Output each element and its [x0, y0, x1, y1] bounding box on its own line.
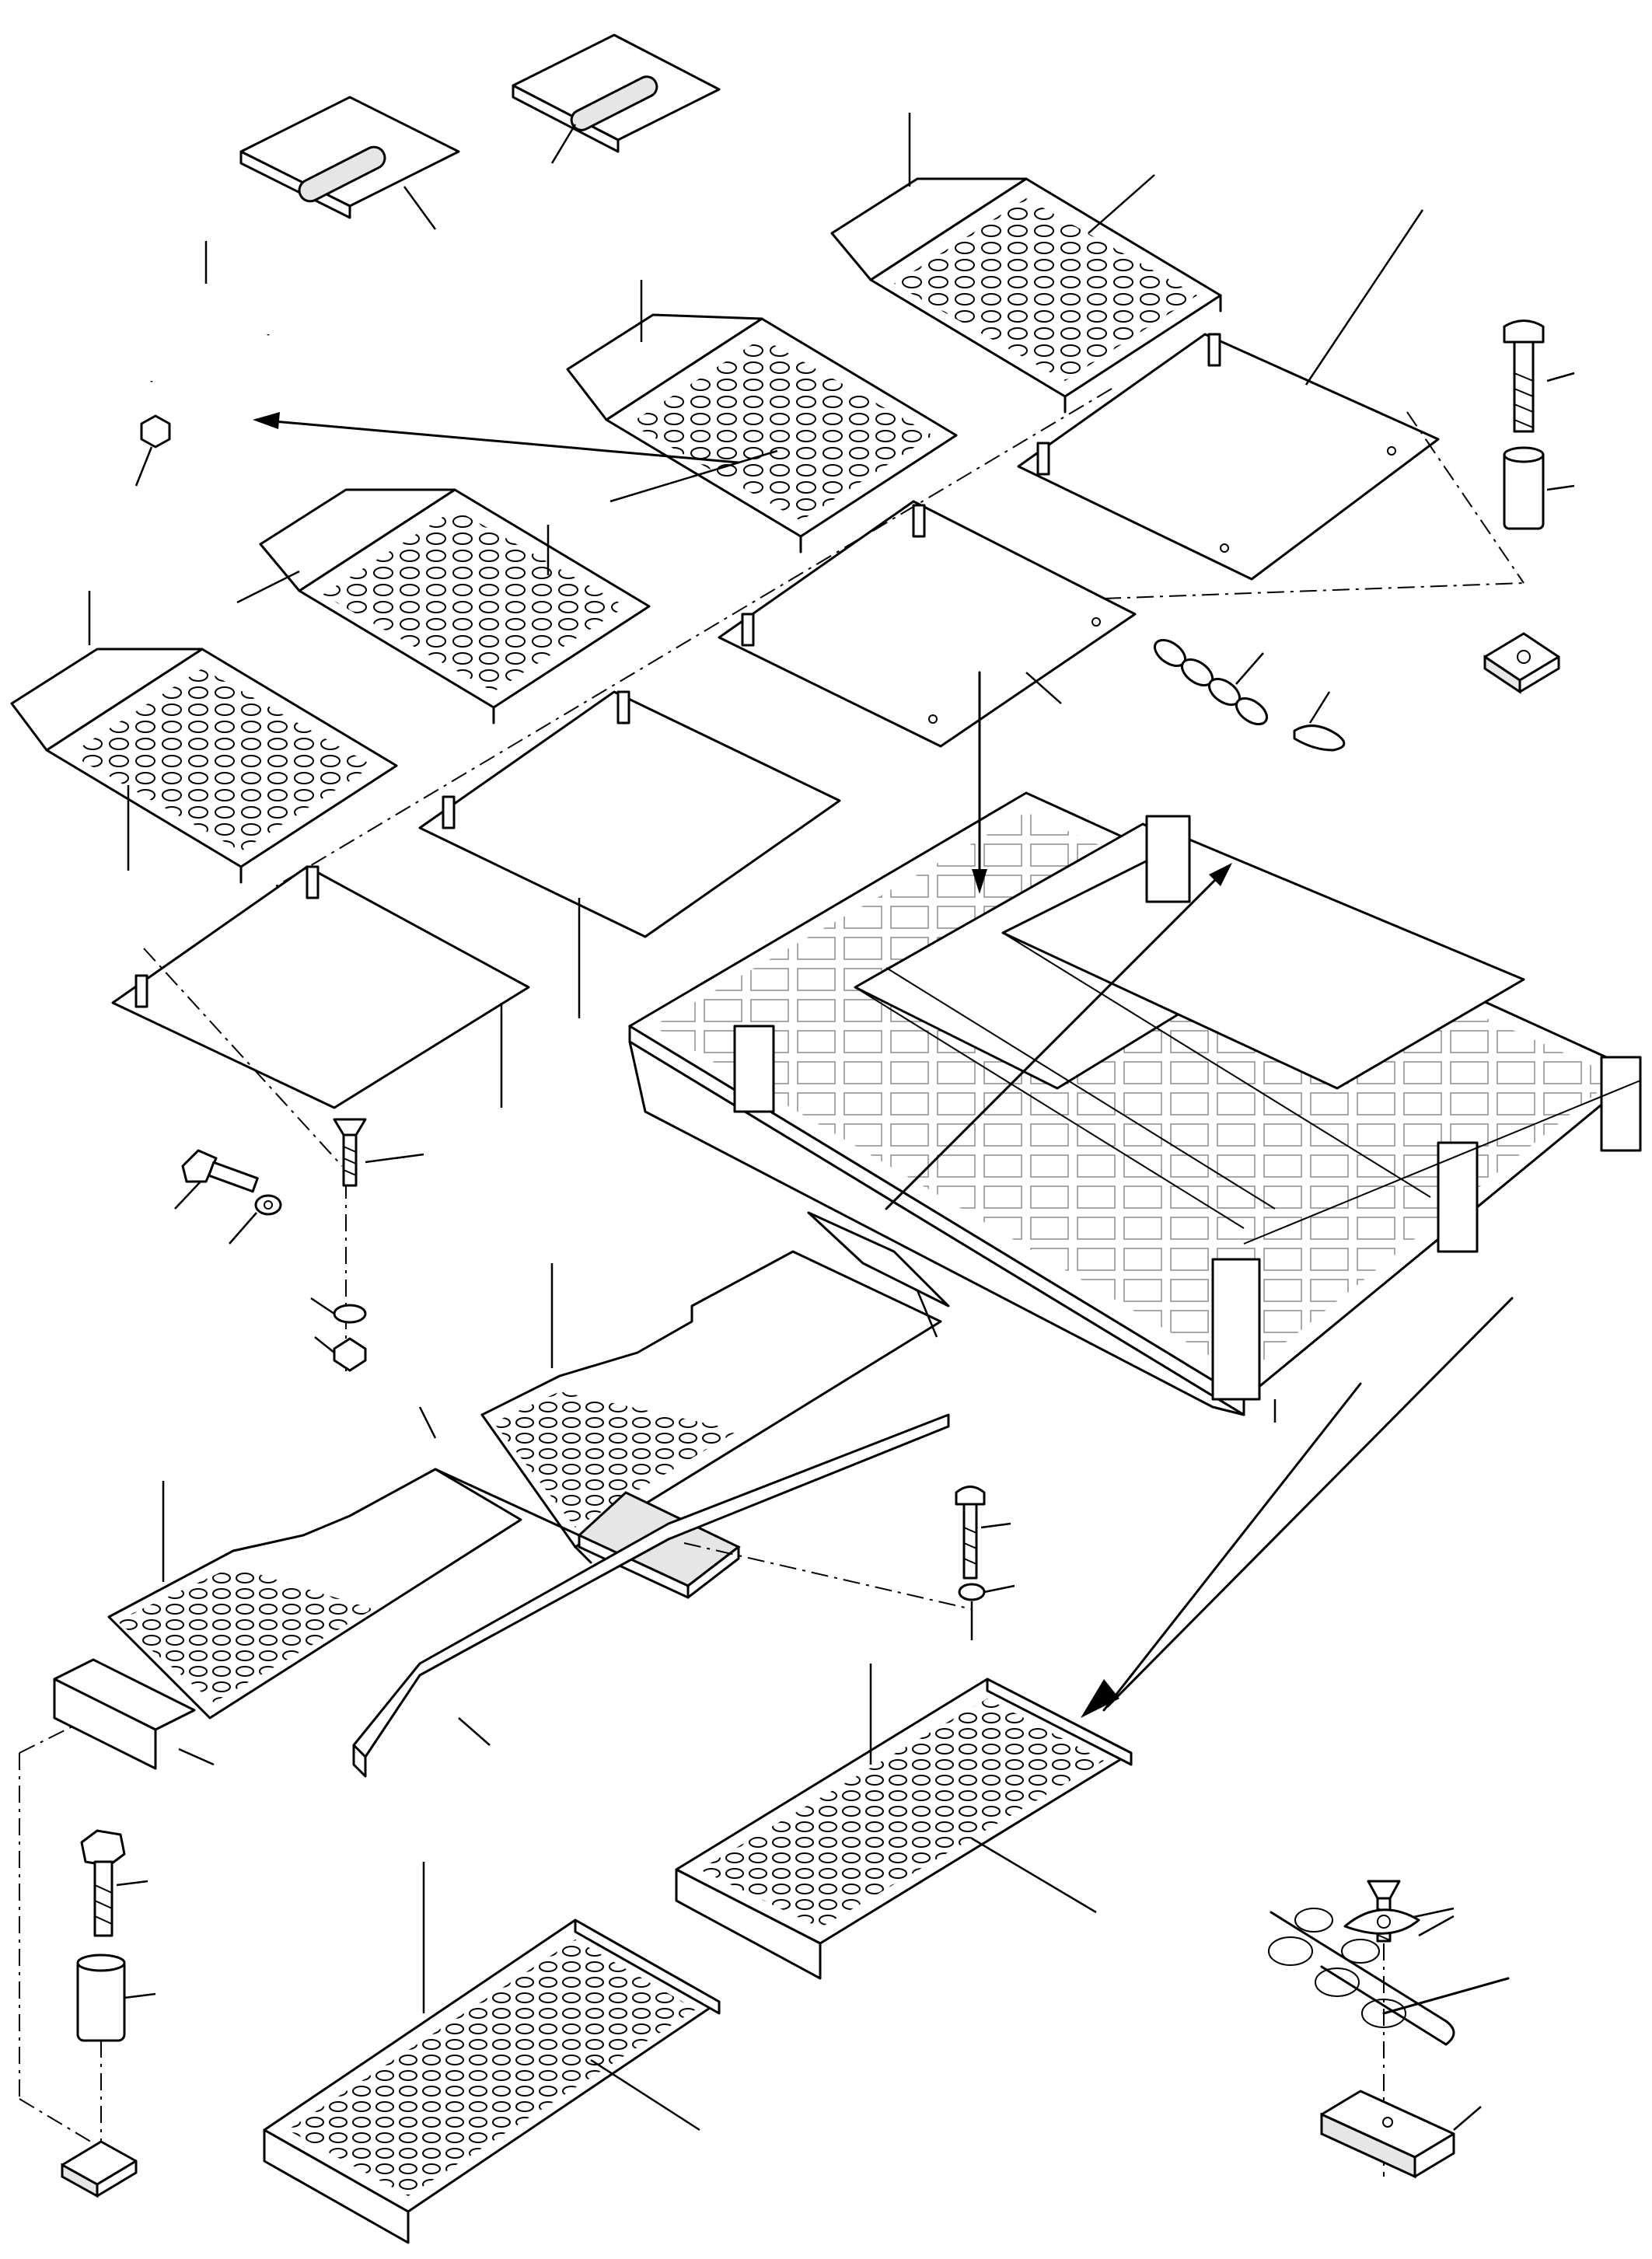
floor-plate-center [718, 500, 1137, 748]
assembly-arrows [253, 412, 1514, 1718]
support-channel [352, 1413, 950, 1778]
floor-plate-front [111, 865, 530, 1109]
walkway-left [107, 1406, 522, 1720]
countersunk-bolt-with-nut [310, 1118, 424, 1372]
bolt-spacer-clamp-lower-left [61, 1829, 156, 2198]
floor-plate-rear-right [1017, 209, 1440, 581]
hinge-right [512, 33, 721, 164]
u-handle [149, 241, 271, 382]
grating-step-front-left [10, 591, 398, 884]
bolt-spacer-clamp-upper-right [1483, 319, 1575, 694]
machine-frame [628, 791, 1642, 1423]
snap-hook [1293, 691, 1346, 752]
chain [1153, 638, 1269, 726]
grating-tray-center [675, 1664, 1133, 1980]
walkway-right [480, 1211, 950, 1564]
bracket-channel [19, 1658, 215, 2146]
grating-step-rear-right [830, 113, 1222, 414]
hinge-left [239, 96, 460, 230]
grating-step-mid [236, 488, 651, 724]
grating-clamp-detail [1268, 1880, 1510, 2179]
grating-step-rear-center [566, 280, 958, 553]
hex-bolt-with-washer [174, 1149, 282, 1245]
grating-tray-lower-left [263, 1862, 721, 2244]
floor-plate-mid [418, 690, 841, 1018]
bolt-washer-right [955, 1486, 1015, 1640]
handle-nut [134, 414, 171, 487]
